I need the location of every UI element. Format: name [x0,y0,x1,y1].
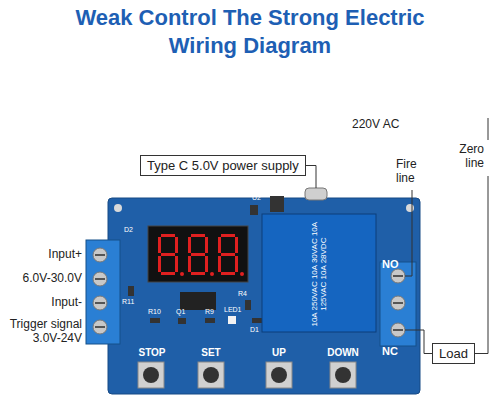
wire-label: Trigger signal 3.0V-24V [4,318,82,346]
type-c-port [305,188,327,200]
part-ref: LED1 [224,306,246,314]
load-wire [424,353,432,355]
screw-slots [393,276,403,330]
wire-label: 6.0V-30.0V [14,272,82,286]
ic-chip [180,292,216,310]
wire-label: Zero line [446,143,484,171]
input-terminal [86,240,120,344]
relay-rating: 10A 250VAC 10A 30VAC 10A 125VAC 10A 28VD… [310,214,328,334]
part-ref: R11 [122,298,142,306]
part-ref: R4 [238,290,254,298]
power-supply-box: Type C 5.0V power supply [140,155,306,176]
terminal-screws [93,248,107,334]
wires [405,118,488,353]
button-label: UP [264,347,294,359]
led-display [148,226,248,282]
screw-slots [95,255,105,327]
button-label: DOWN [324,347,362,359]
mount-hole [406,204,414,212]
wire-label: Input+ [30,248,82,262]
wire-label: NC [382,345,404,358]
zero-wire [475,350,488,354]
load-box: Load [432,343,475,364]
box-text: Type C 5.0V power supply [147,158,299,173]
part-ref: R9 [205,308,221,316]
part-ref: Q1 [176,308,192,316]
mount-hole [114,204,122,212]
smd-parts [128,196,284,324]
part-ref: D1 [250,326,266,334]
button-label: SET [196,347,226,359]
terminal-screws [391,269,405,337]
wire-label: 220V AC [352,118,422,132]
wire-label: Fire line [396,158,436,186]
title: Weak Control The Strong Electric Wiring … [40,4,460,59]
part-ref: U2 [252,194,268,202]
wire-label: Input- [30,296,82,310]
seven-segment-digits [158,234,244,276]
push-buttons [138,362,356,388]
box-text: Load [439,346,468,361]
part-ref: R10 [148,308,168,316]
button-label: STOP [136,347,168,359]
led [228,316,236,324]
pcb-board [108,198,420,394]
part-ref: D2 [124,226,140,234]
relay-terminal [380,262,416,346]
power-wire [306,166,316,189]
wire-label: NO [382,258,404,271]
